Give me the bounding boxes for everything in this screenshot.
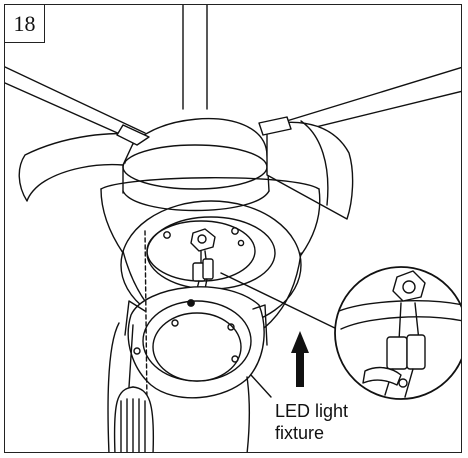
label-leader-line	[250, 374, 272, 398]
diagram-frame: 18 LED light fixture	[4, 4, 462, 453]
screwdriver	[113, 324, 155, 452]
alignment-guide	[144, 230, 148, 406]
callout-label-line2: fixture	[275, 423, 325, 443]
detail-circle-icon	[334, 266, 461, 400]
step-number: 18	[5, 5, 45, 43]
blade-right-front	[258, 116, 354, 220]
ceiling-fan-illustration	[5, 5, 461, 452]
detail-pointer-line	[220, 272, 342, 332]
blade-left-back	[5, 66, 146, 140]
callout-label-line1: LED light	[275, 401, 349, 421]
blade-left-front	[18, 124, 150, 202]
led-light-fixture	[107, 286, 268, 452]
downrod	[182, 5, 208, 110]
up-arrow-icon	[291, 331, 309, 387]
